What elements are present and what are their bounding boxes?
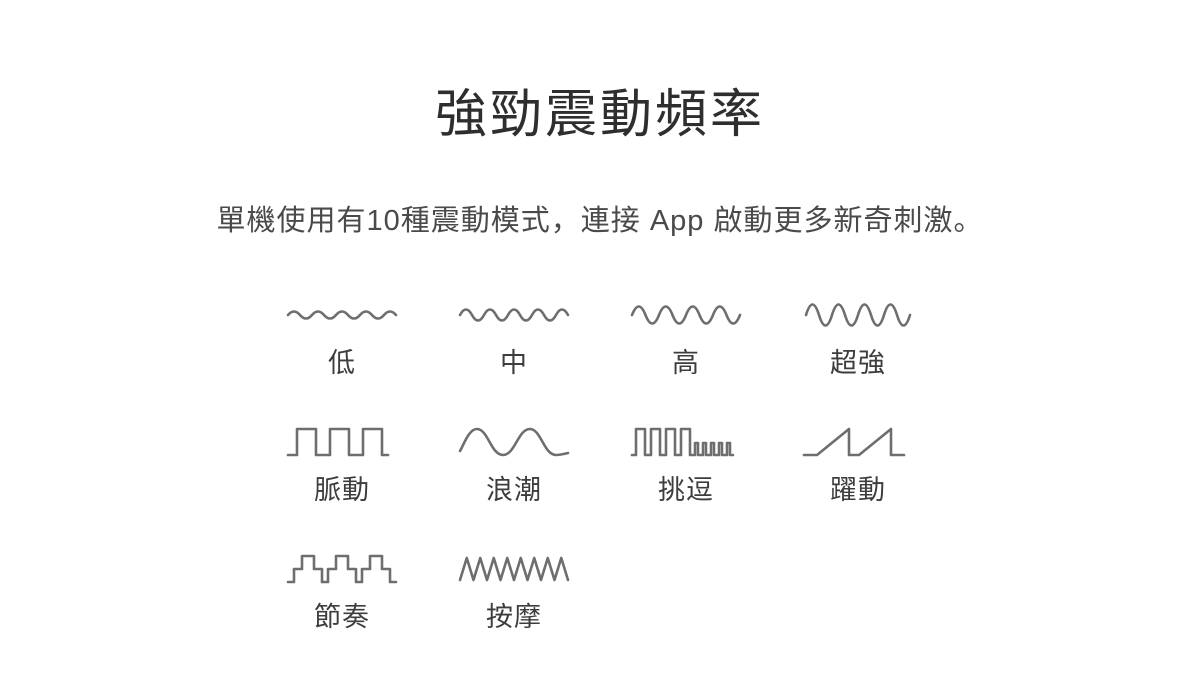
- mode-item-rhythm: 節奏: [256, 547, 428, 635]
- square-pulse-wave-icon: [286, 427, 390, 457]
- mode-item-massage: 按摩: [428, 547, 600, 635]
- mode-item-high: 高: [600, 293, 772, 381]
- step-wave-icon: [286, 554, 398, 584]
- mode-label-ultra: 超強: [830, 348, 886, 379]
- section-subtitle: 單機使用有10種震動模式，連接 App 啟動更多新奇刺激。: [216, 205, 984, 238]
- pulse-comb-wave-icon: [630, 427, 735, 457]
- empty-cell: [772, 547, 944, 635]
- mode-label-medium: 中: [500, 348, 528, 379]
- mode-item-pulse: 脈動: [256, 420, 428, 508]
- mode-label-pulse: 脈動: [314, 475, 370, 506]
- sawtooth-wave-icon: [802, 427, 906, 457]
- modes-row-1: 低 中 高 超強: [256, 293, 944, 381]
- zigzag-wave-icon: [458, 556, 570, 582]
- vibration-modes-grid: 低 中 高 超強: [256, 293, 944, 635]
- mode-item-tease: 挑逗: [600, 420, 772, 508]
- mode-item-ultra: 超強: [772, 293, 944, 381]
- soft-wave-icon: [458, 308, 570, 322]
- mode-label-massage: 按摩: [486, 602, 542, 633]
- modes-row-3: 節奏 按摩: [256, 547, 944, 635]
- mode-label-leap: 躍動: [830, 475, 886, 506]
- mode-label-low: 低: [328, 348, 356, 379]
- mode-label-surge: 浪潮: [486, 475, 542, 506]
- mode-label-rhythm: 節奏: [314, 602, 370, 633]
- mode-label-tease: 挑逗: [658, 475, 714, 506]
- mode-item-low: 低: [256, 293, 428, 381]
- modes-row-2: 脈動 浪潮 挑逗 躍動: [256, 420, 944, 508]
- strong-wave-icon: [804, 303, 912, 327]
- section-title: 強勁震動頻率: [434, 86, 765, 144]
- gentle-wave-icon: [286, 310, 398, 320]
- fast-wave-icon: [630, 305, 742, 325]
- mode-item-medium: 中: [428, 293, 600, 381]
- empty-cell: [600, 547, 772, 635]
- mode-item-leap: 躍動: [772, 420, 944, 508]
- mode-item-surge: 浪潮: [428, 420, 600, 508]
- large-sine-wave-icon: [458, 427, 570, 457]
- mode-label-high: 高: [672, 348, 700, 379]
